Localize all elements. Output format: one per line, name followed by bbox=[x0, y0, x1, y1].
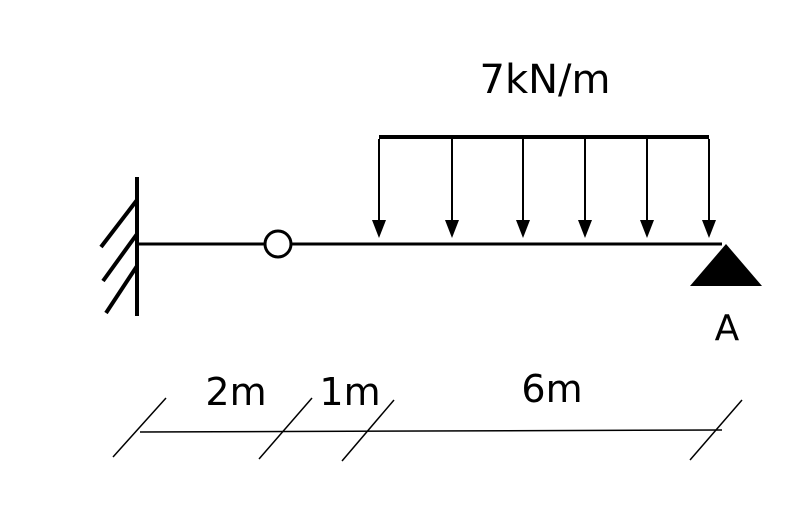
fixed-wall-support bbox=[99, 177, 139, 316]
load-arrow bbox=[702, 139, 716, 238]
internal-hinge bbox=[263, 229, 293, 259]
dimension-label-1m: 1m bbox=[319, 370, 380, 414]
dimension-line bbox=[112, 397, 743, 462]
load-arrow bbox=[516, 139, 530, 238]
load-arrow bbox=[578, 139, 592, 238]
load-arrow bbox=[445, 139, 459, 238]
load-arrow bbox=[372, 139, 386, 238]
support-triangle bbox=[690, 244, 762, 286]
dimension-label-6m: 6m bbox=[521, 367, 582, 411]
dimension-tick bbox=[112, 397, 167, 458]
dimension-tick bbox=[689, 399, 743, 461]
dimension-label-2m: 2m bbox=[205, 370, 266, 414]
dimension-tick bbox=[258, 397, 313, 460]
support-label: A bbox=[715, 308, 740, 349]
load-arrow bbox=[640, 139, 654, 238]
load-arrows bbox=[372, 139, 716, 238]
dimension-tick bbox=[341, 399, 395, 462]
load-label: 7kN/m bbox=[480, 57, 611, 103]
